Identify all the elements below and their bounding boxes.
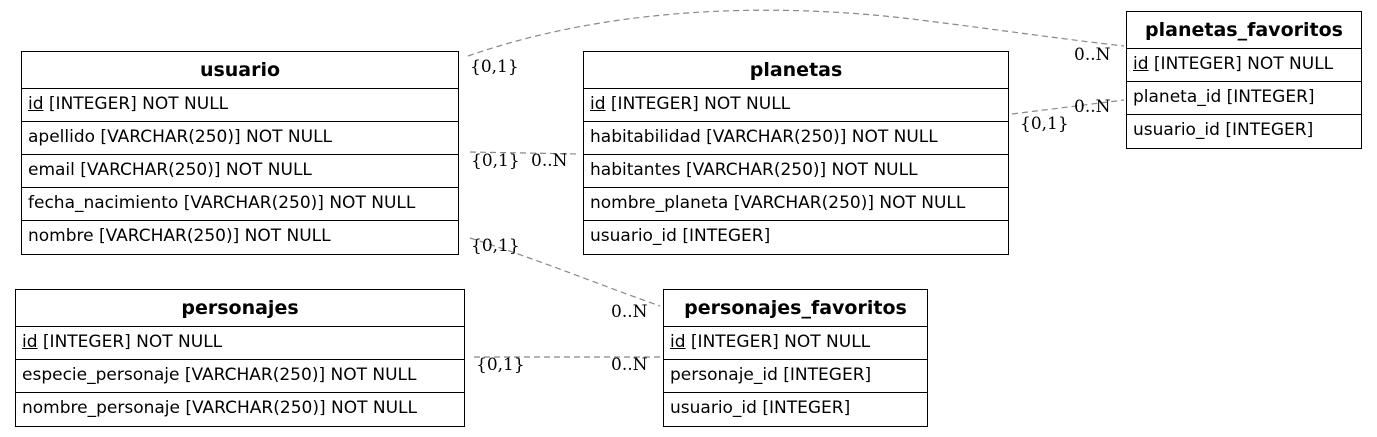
edge-usuario-planetas <box>469 151 581 155</box>
field-row: nombre_personaje [VARCHAR(250)] NOT NULL <box>22 398 417 418</box>
entity-planetas-favoritos[interactable]: planetas_favoritos id [INTEGER] NOT NULL… <box>1126 11 1362 149</box>
edge-planetas-planetas-favoritos <box>1011 99 1125 115</box>
cardinality-label: 0..N <box>1074 45 1111 65</box>
primary-key: id <box>670 332 686 352</box>
cardinality-label: {0,1} <box>471 236 520 256</box>
cardinality-label: 0..N <box>611 302 648 322</box>
field-row: habitabilidad [VARCHAR(250)] NOT NULL <box>584 122 1008 155</box>
cardinality-label: {0,1} <box>476 355 525 375</box>
field-row: email [VARCHAR(250)] NOT NULL <box>22 155 458 188</box>
field-row: planeta_id [INTEGER] <box>1127 82 1361 115</box>
primary-key: id <box>22 332 38 352</box>
field-row: apellido [VARCHAR(250)] NOT NULL <box>22 122 458 155</box>
field-row: nombre_planeta [VARCHAR(250)] NOT NULL <box>584 188 1008 221</box>
field-row: personaje_id [INTEGER] <box>664 360 927 393</box>
entity-title: planetas <box>584 52 1008 89</box>
entity-title: usuario <box>22 52 458 89</box>
field-row: especie_personaje [VARCHAR(250)] NOT NUL… <box>16 360 464 393</box>
field-row: nombre [VARCHAR(250)] NOT NULL <box>28 226 331 246</box>
entity-planetas[interactable]: planetas id [INTEGER] NOT NULL habitabil… <box>583 51 1009 255</box>
cardinality-label: {0,1} <box>470 57 519 77</box>
field-row: usuario_id [INTEGER] <box>670 398 851 418</box>
entity-title: personajes_favoritos <box>664 290 927 327</box>
cardinality-label: 0..N <box>611 355 648 375</box>
field-row: id [INTEGER] NOT NULL <box>664 327 927 360</box>
field-row: usuario_id [INTEGER] <box>1133 120 1314 140</box>
cardinality-label: {0,1} <box>1020 114 1069 134</box>
entity-title: personajes <box>16 290 464 327</box>
field-row: id [INTEGER] NOT NULL <box>16 327 464 360</box>
entity-personajes[interactable]: personajes id [INTEGER] NOT NULL especie… <box>15 289 465 427</box>
entity-usuario[interactable]: usuario id [INTEGER] NOT NULL apellido [… <box>21 51 459 255</box>
primary-key: id <box>28 94 44 114</box>
cardinality-label: 0..N <box>1074 97 1111 117</box>
field-row: id [INTEGER] NOT NULL <box>22 89 458 122</box>
field-row: usuario_id [INTEGER] <box>590 226 771 246</box>
primary-key: id <box>590 94 606 114</box>
edge-usuario-personajes-favoritos <box>469 237 661 307</box>
edge-usuario-planetas-favoritos <box>467 9 1125 57</box>
entity-title: planetas_favoritos <box>1127 12 1361 49</box>
field-row: fecha_nacimiento [VARCHAR(250)] NOT NULL <box>22 188 458 221</box>
field-row: habitantes [VARCHAR(250)] NOT NULL <box>584 155 1008 188</box>
field-row: id [INTEGER] NOT NULL <box>1127 49 1361 82</box>
cardinality-label: {0,1} <box>471 151 520 171</box>
entity-personajes-favoritos[interactable]: personajes_favoritos id [INTEGER] NOT NU… <box>663 289 928 427</box>
field-row: id [INTEGER] NOT NULL <box>584 89 1008 122</box>
cardinality-label: 0..N <box>531 151 568 171</box>
primary-key: id <box>1133 54 1149 74</box>
